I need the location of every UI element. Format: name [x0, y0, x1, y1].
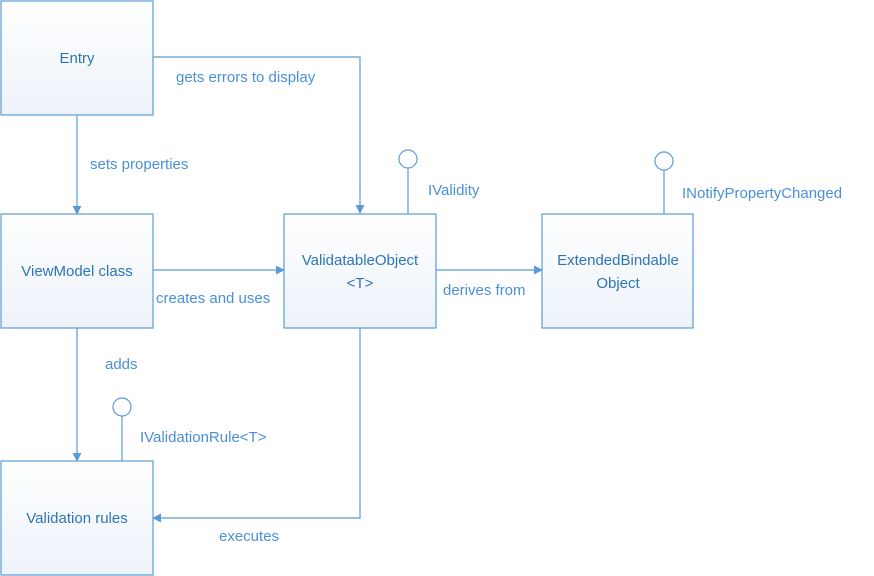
edge-label-adds: adds: [105, 356, 138, 373]
node-rules: Validation rules: [0, 460, 154, 576]
node-viewmodel-label: ViewModel class: [21, 263, 132, 280]
node-validatable: ValidatableObject <T>: [283, 213, 437, 329]
edge-entry-to-validatable: [153, 56, 365, 214]
edge-label-sets-properties: sets properties: [90, 156, 188, 173]
edge-label-executes: executes: [219, 528, 279, 545]
interface-label-inotify: INotifyPropertyChanged: [682, 185, 842, 202]
edge-validatable-to-rules: [152, 328, 361, 523]
edge-label-gets-errors: gets errors to display: [176, 69, 316, 86]
node-extended-label-line1: ExtendedBindable: [557, 252, 679, 269]
edge-label-creates-and-uses: creates and uses: [156, 290, 270, 307]
node-validatable-label-line2: <T>: [347, 275, 374, 292]
node-entry-label: Entry: [59, 50, 95, 67]
node-validatable-label-line1: ValidatableObject: [302, 252, 419, 269]
node-viewmodel: ViewModel class: [0, 213, 154, 329]
node-rules-label: Validation rules: [26, 510, 127, 527]
inotify-icon: [654, 151, 674, 171]
ivalidationrule-icon: [112, 397, 132, 417]
node-extended-label-line2: Object: [596, 275, 640, 292]
node-extended: ExtendedBindable Object: [541, 213, 694, 329]
ivalidity-icon: [398, 149, 418, 169]
interface-label-ivalidationrule: IValidationRule<T>: [140, 429, 267, 446]
interface-label-ivalidity: IValidity: [428, 182, 480, 199]
node-entry: Entry: [0, 0, 154, 116]
edge-label-derives-from: derives from: [443, 282, 526, 299]
